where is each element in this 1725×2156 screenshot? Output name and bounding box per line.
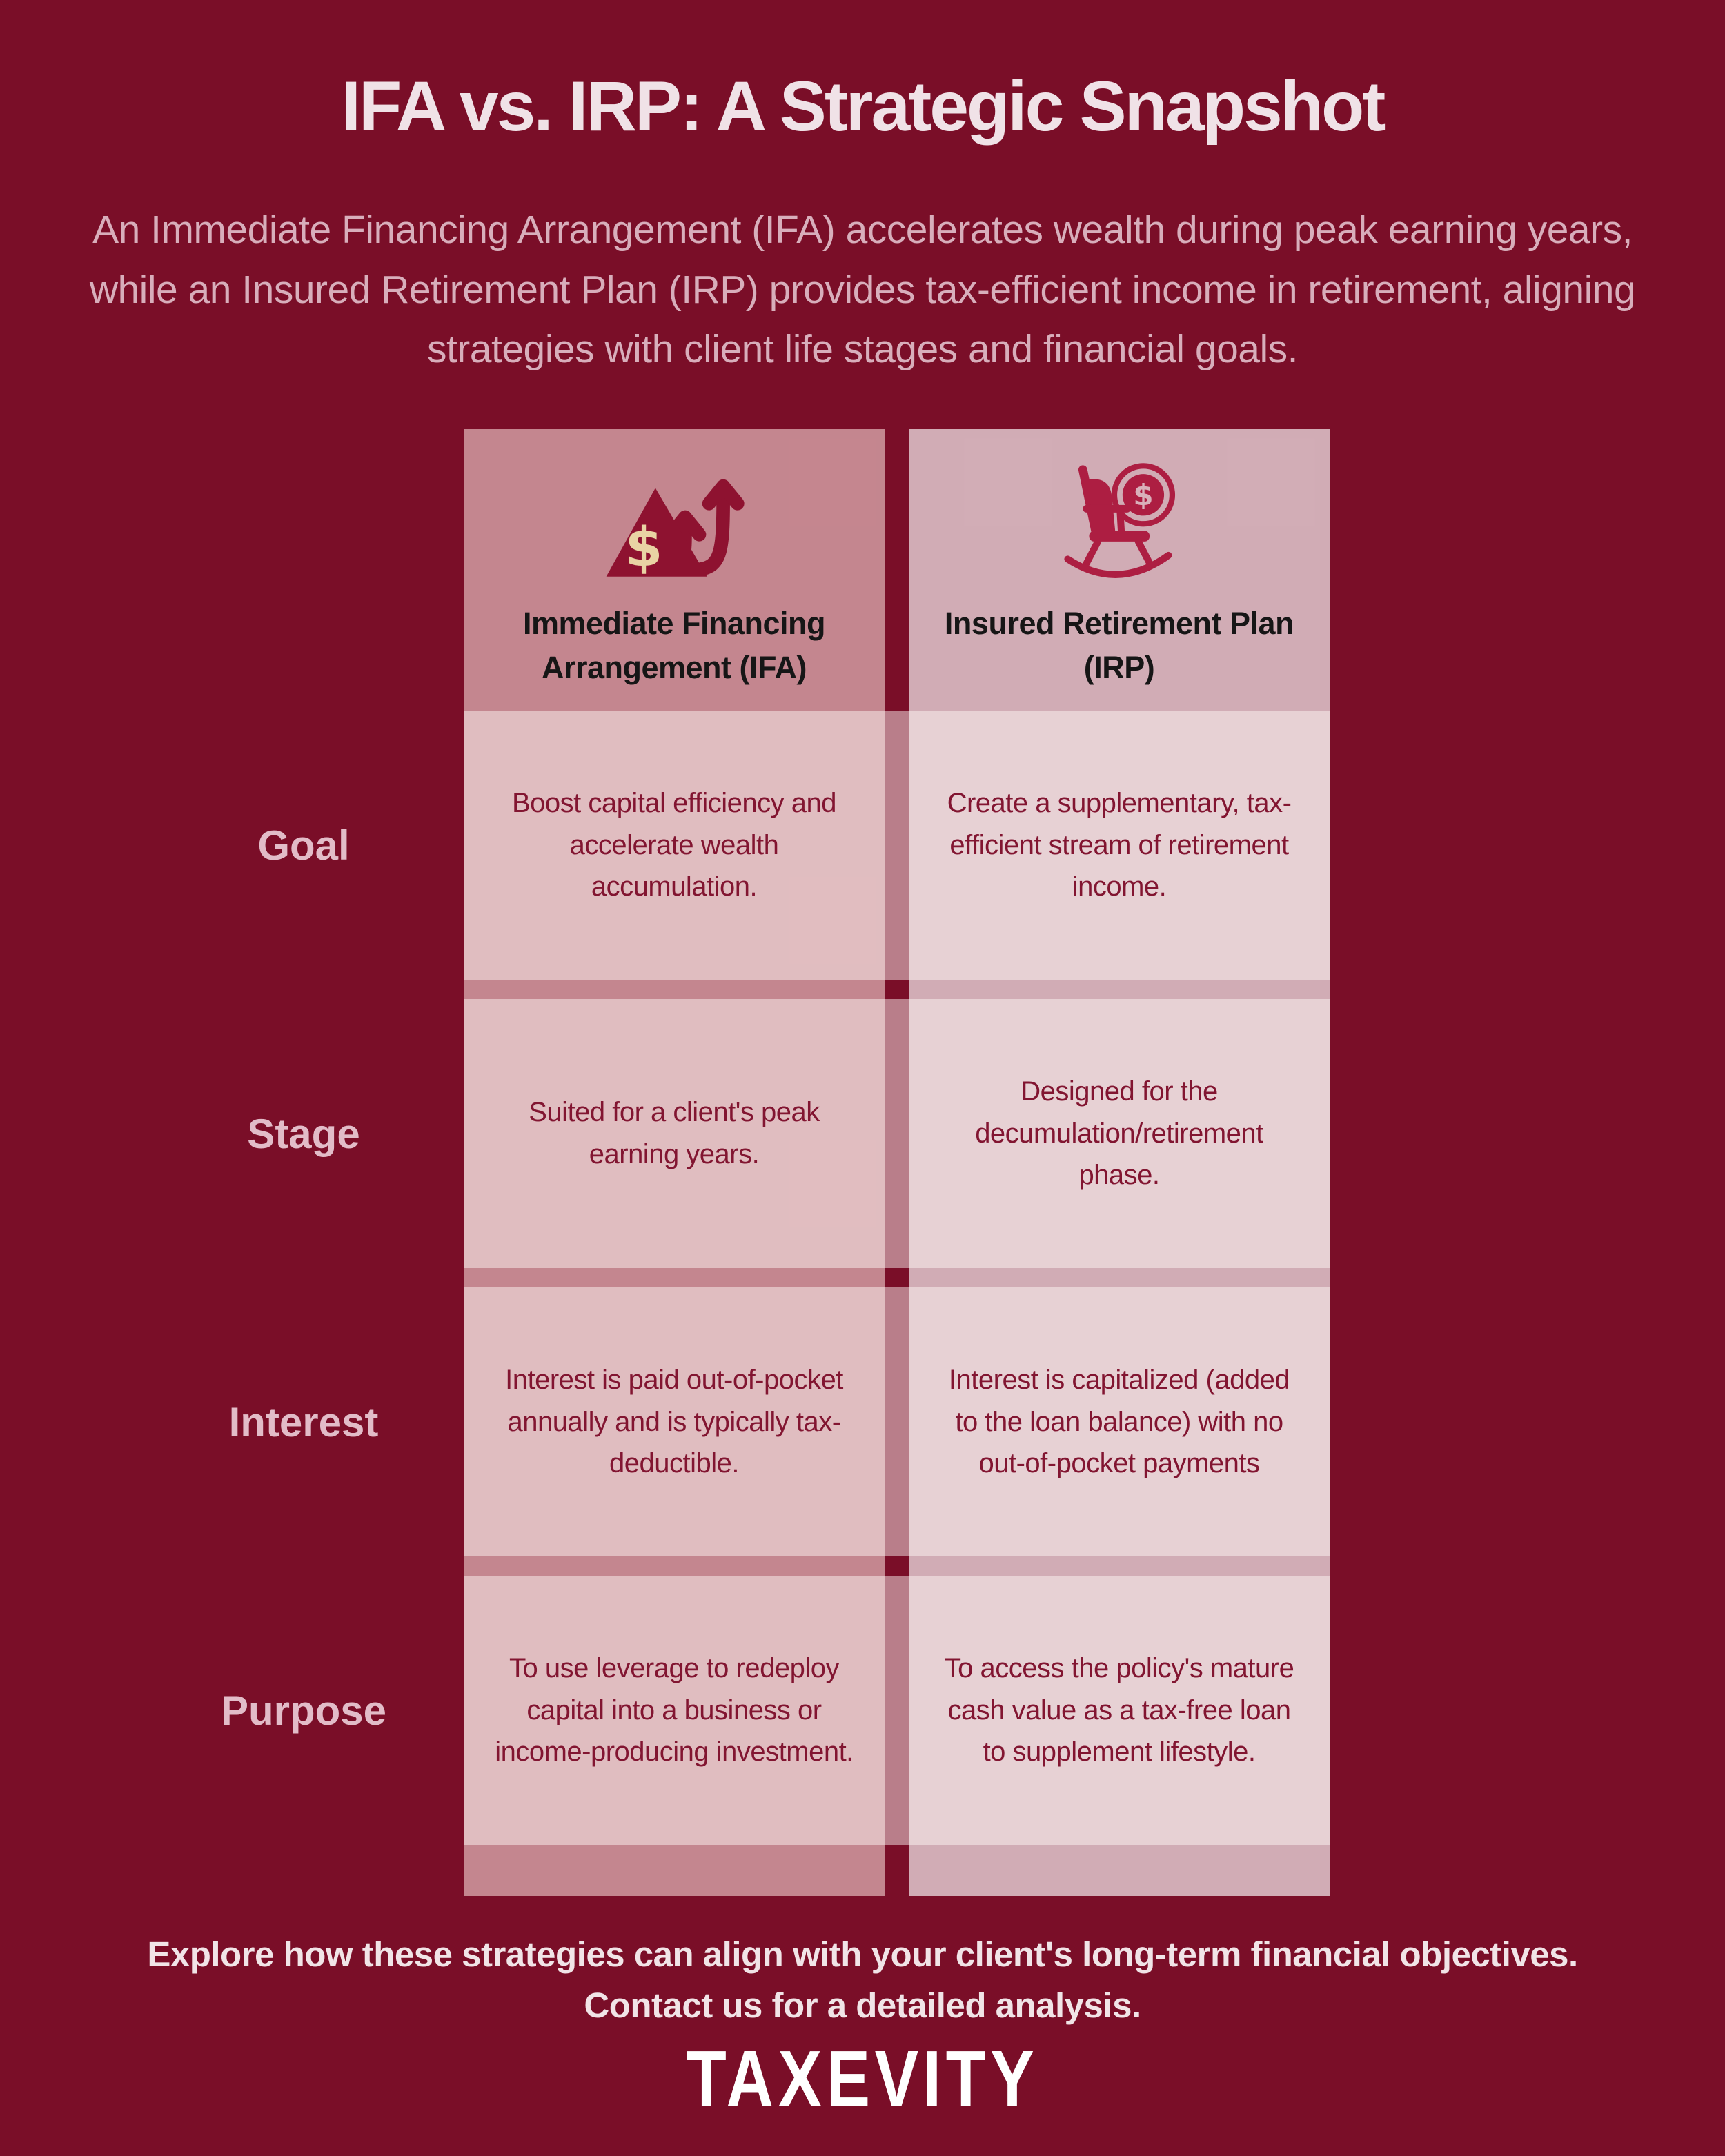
cell-purpose-ifa: To use leverage to redeploy capital into… [495, 1652, 854, 1768]
cell-stage-ifa: Suited for a client's peak earning years… [529, 1097, 820, 1169]
cell-interest-irp: Interest is capitalized (added to the lo… [948, 1364, 1290, 1479]
footer-cta-line2: Contact us for a detailed analysis. [584, 1986, 1141, 2026]
footer-cta: Explore how these strategies can align w… [62, 1929, 1663, 2032]
taxevity-logo: TAXEVITY [686, 2034, 1039, 2124]
svg-text:$: $ [1133, 478, 1153, 512]
growth-arrows-icon: $ [606, 479, 745, 579]
cell-goal-irp: Create a supplementary, tax-efficient st… [947, 787, 1292, 902]
row-band-interest [464, 1287, 1330, 1556]
cell-goal-ifa: Boost capital efficiency and accelerate … [511, 787, 837, 902]
irp-column-background [909, 429, 1330, 1896]
row-label-stage: Stage [247, 1110, 360, 1157]
svg-text:$: $ [625, 515, 663, 579]
row-band-goal [464, 711, 1330, 980]
cell-interest-ifa: Interest is paid out-of-pocket annually … [505, 1364, 843, 1479]
row-label-interest: Interest [228, 1398, 379, 1445]
row-band-stage [464, 999, 1330, 1268]
row-label-purpose: Purpose [220, 1687, 387, 1734]
ifa-column-background [464, 429, 885, 1896]
irp-column-title: Insured Retirement Plan (IRP) [944, 606, 1294, 685]
comparison-table: $ Immediate Financing Arrangement (IFA) … [464, 429, 1330, 1896]
ifa-column-title: Immediate Financing Arrangement (IFA) [522, 606, 826, 685]
footer-cta-line1: Explore how these strategies can align w… [147, 1935, 1578, 1974]
cell-purpose-irp: To access the policy's mature cash value… [944, 1652, 1294, 1768]
page-subtitle: An Immediate Financing Arrangement (IFA)… [89, 208, 1636, 372]
retirement-rocking-chair-icon: $ [1064, 463, 1175, 578]
ifa-column-header: $ Immediate Financing Arrangement (IFA) [464, 429, 885, 711]
page-title: IFA vs. IRP: A Strategic Snapshot [341, 67, 1386, 146]
row-band-purpose [464, 1576, 1330, 1845]
row-label-goal: Goal [257, 822, 350, 869]
cell-stage-irp: Designed for the decumulation/retirement… [975, 1076, 1263, 1191]
irp-column-header: $ Insured Retirement Plan (IRP) [909, 429, 1330, 711]
